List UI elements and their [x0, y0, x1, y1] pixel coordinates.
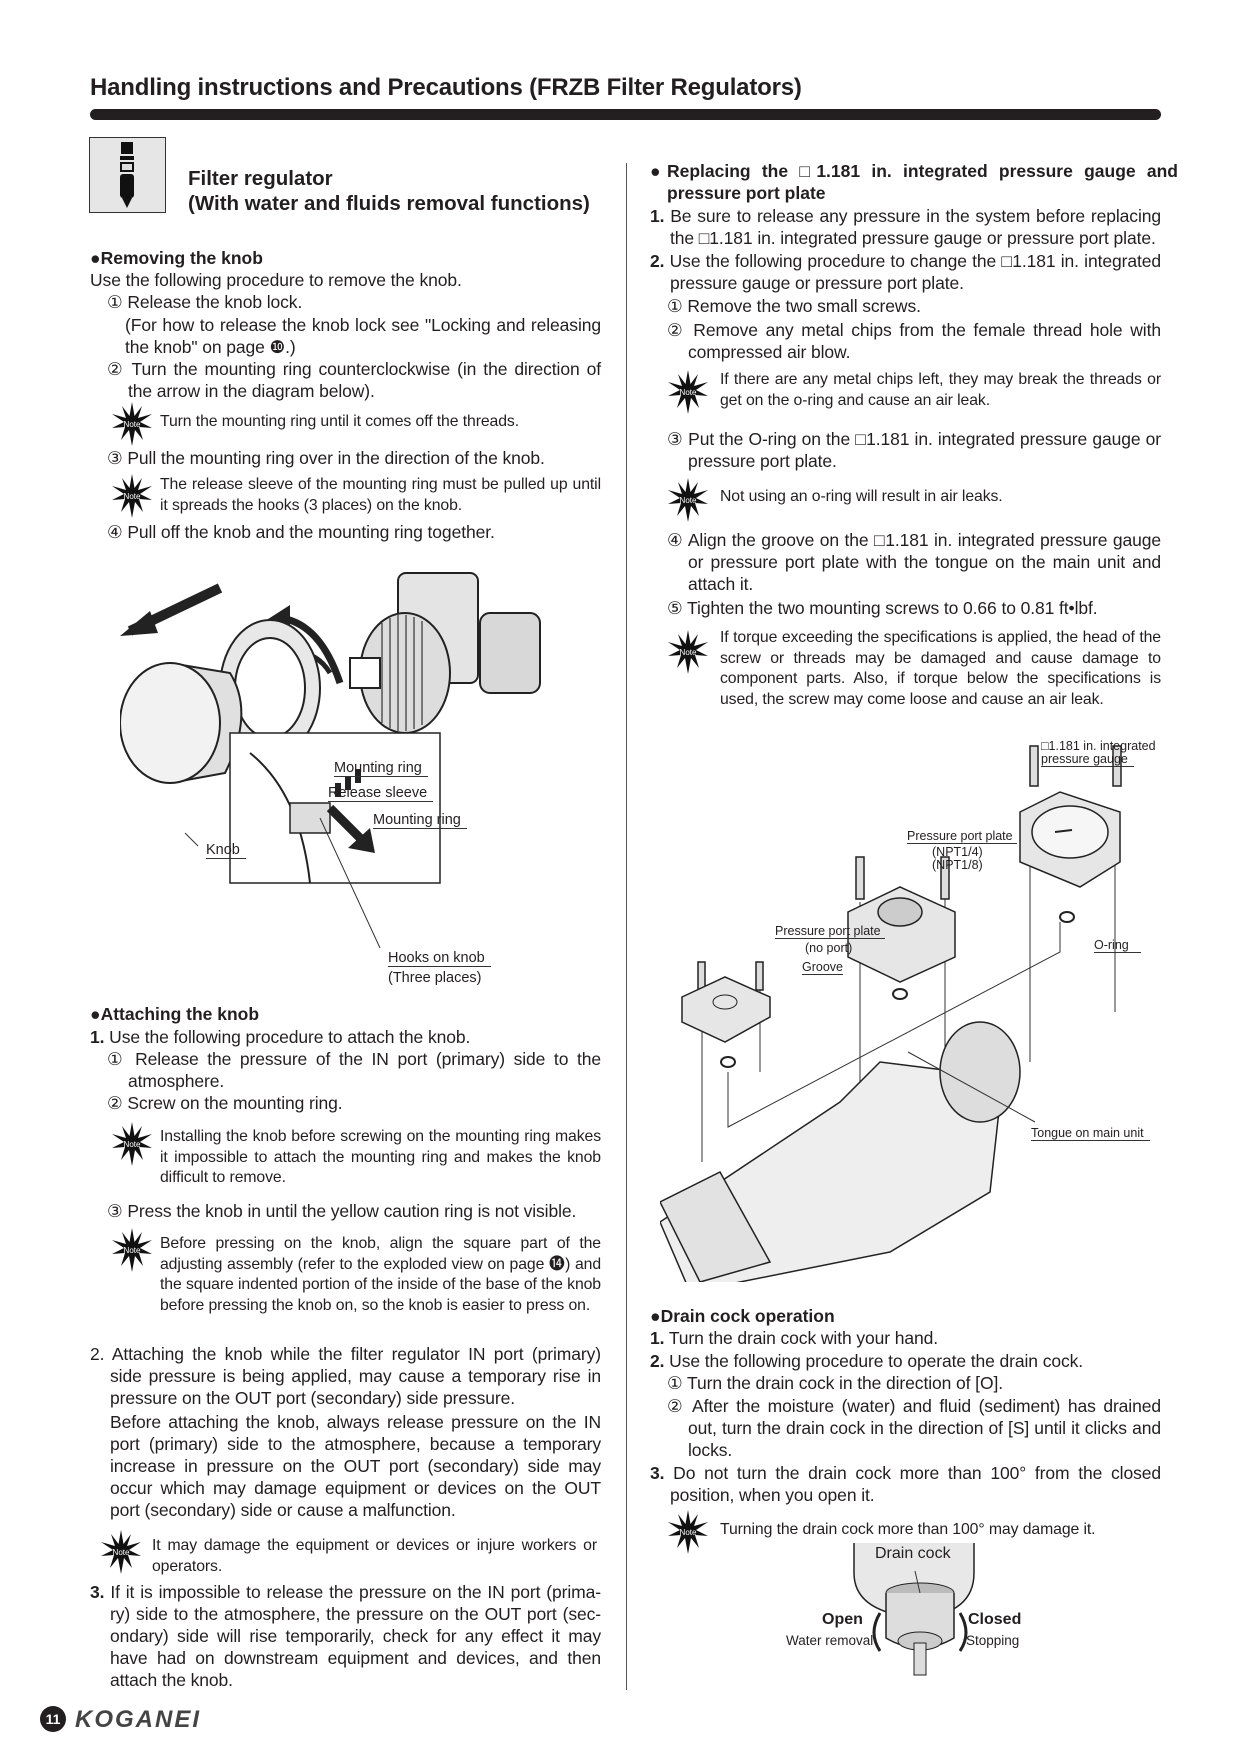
- svg-text:Note: Note: [680, 1528, 697, 1537]
- attaching-note-2: Before pressing on the knob, align the s…: [160, 1235, 601, 1314]
- removing-step-4: ④ Pull off the knob and the mounting rin…: [107, 522, 495, 542]
- section-title-line2: (With water and fluids removal functions…: [188, 192, 590, 215]
- replacing-step-1: ① Remove the two small screws.: [667, 296, 921, 316]
- note-icon: Note: [112, 402, 152, 446]
- svg-text:Note: Note: [680, 496, 697, 505]
- removing-note-2: The release sleeve of the mounting ring …: [160, 476, 601, 514]
- label-gauge-line1: □1.181 in. integrated: [1041, 739, 1156, 753]
- screw: [1029, 745, 1039, 787]
- filter-bowl: [660, 1171, 772, 1282]
- replacing-step-5: ⑤ Tighten the two mounting screws to 0.6…: [667, 598, 1098, 618]
- replacing-step-2: ② Remove any metal chips from the female…: [667, 320, 1161, 362]
- note-icon-label: Note: [124, 420, 141, 429]
- removing-step-1: ① Release the knob lock.: [107, 292, 303, 312]
- knob-removal-diagram: [120, 572, 541, 949]
- note-icon: Note: [668, 370, 708, 414]
- removing-intro: Use the following procedure to remove th…: [90, 270, 462, 290]
- gauge-housing: [479, 612, 541, 694]
- brand-logo: KOGANEI: [75, 1706, 202, 1733]
- removing-note-1: Turn the mounting ring until it comes of…: [160, 413, 520, 430]
- svg-text:Note: Note: [124, 1140, 141, 1149]
- label-pressure-port-plate: Pressure port plate: [907, 830, 1017, 844]
- attaching-note-1: Installing the knob before screwing on t…: [160, 1128, 601, 1186]
- page-number: 11: [40, 1706, 66, 1732]
- attaching-step-3: ③ Press the knob in until the yellow cau…: [107, 1201, 577, 1221]
- attaching-note-3: It may damage the equipment or devices o…: [152, 1537, 597, 1575]
- label-drain-cock: Drain cock: [875, 1545, 951, 1562]
- drain-step-1: ① Turn the drain cock in the direction o…: [667, 1373, 1003, 1393]
- note-icon: Note: [112, 1122, 152, 1166]
- attaching-step-1: ① Release the pressure of the IN port (p…: [107, 1049, 601, 1091]
- replacing-heading: ●Replacing the □1.181 in. integrated pre…: [650, 161, 1178, 203]
- filter-regulator-icon: [89, 137, 166, 213]
- replacing-item-2: 2. Use the following procedure to change…: [650, 251, 1161, 293]
- pressure-port-plate: [847, 886, 956, 983]
- label-npt18: (NPT1/8): [932, 858, 983, 872]
- label-no-port: (no port): [805, 941, 853, 955]
- o-ring: [1059, 911, 1075, 923]
- page-title: Handling instructions and Precautions (F…: [90, 74, 802, 101]
- note-icon: Note: [112, 474, 152, 518]
- attaching-item-3: 3. If it is impossible to release the pr…: [90, 1582, 601, 1690]
- label-stopping: Stopping: [966, 1633, 1020, 1648]
- label-npt14: (NPT1/4): [932, 845, 983, 859]
- attaching-item-2-detail: Before attaching the knob, always releas…: [110, 1412, 601, 1520]
- removing-heading: ●Removing the knob: [90, 248, 263, 268]
- label-groove: Groove: [802, 960, 843, 975]
- label-gauge-line2: pressure gauge: [1041, 753, 1134, 767]
- removing-step-3: ③ Pull the mounting ring over in the dir…: [107, 448, 545, 468]
- replacing-note-2: Not using an o-ring will result in air l…: [720, 488, 1003, 505]
- note-icon: Note: [668, 1510, 708, 1554]
- drain-heading: ●Drain cock operation: [650, 1306, 835, 1326]
- removing-step-2: ② Turn the mounting ring counterclockwis…: [107, 359, 601, 401]
- label-tongue: Tongue on main unit: [1031, 1127, 1150, 1141]
- svg-text:Note: Note: [113, 1548, 130, 1557]
- drain-cock-diagram: [853, 1543, 975, 1676]
- label-knob: Knob: [206, 842, 246, 859]
- replacing-step-4: ④ Align the groove on the □1.181 in. int…: [667, 530, 1161, 594]
- section-title: Filter regulator (With water and fluids …: [188, 166, 590, 216]
- title-rule: [90, 109, 1161, 120]
- svg-text:Note: Note: [124, 1246, 141, 1255]
- attaching-item-2: 2. Attaching the knob while the filter r…: [90, 1344, 602, 1408]
- label-open: Open: [822, 1611, 863, 1628]
- attaching-step-2: ② Screw on the mounting ring.: [107, 1093, 343, 1113]
- note-icon: Note: [101, 1530, 141, 1574]
- column-divider: [626, 163, 627, 1690]
- label-o-ring: O-ring: [1094, 939, 1141, 953]
- drain-item-2: 2. Use the following procedure to operat…: [650, 1351, 1084, 1371]
- label-three-places: (Three places): [388, 970, 482, 986]
- label-release-sleeve: Release sleeve: [328, 785, 434, 802]
- drain-step-2: ② After the moisture (water) and fluid (…: [667, 1396, 1161, 1460]
- replacing-note-3: If torque exceeding the specifications i…: [720, 629, 1161, 708]
- drain-item-3: 3. Do not turn the drain cock more than …: [650, 1463, 1162, 1505]
- label-mounting-ring: Mounting ring: [334, 760, 428, 777]
- label-mounting-ring-detail: Mounting ring: [373, 812, 467, 829]
- drain-note: Turning the drain cock more than 100° ma…: [720, 1521, 1096, 1538]
- replacing-note-1: If there are any metal chips left, they …: [720, 371, 1161, 409]
- pressure-port-plate-no-port: [681, 976, 771, 1043]
- label-closed: Closed: [968, 1611, 1022, 1628]
- svg-text:Note: Note: [680, 648, 697, 657]
- svg-text:Note: Note: [124, 492, 141, 501]
- note-icon: Note: [112, 1228, 152, 1272]
- svg-text:Note: Note: [680, 388, 697, 397]
- replacing-step-3: ③ Put the O-ring on the □1.181 in. integ…: [667, 429, 1161, 471]
- attaching-heading: ●Attaching the knob: [90, 1004, 260, 1024]
- attaching-item-1: 1. Use the following procedure to attach…: [90, 1027, 471, 1047]
- removing-step-1-detail: (For how to release the knob lock see "L…: [125, 315, 601, 357]
- gauge-replacement-diagram: [660, 745, 1122, 1282]
- section-title-line1: Filter regulator: [188, 167, 333, 190]
- knob: [120, 662, 221, 784]
- drain-item-1: 1. Turn the drain cock with your hand.: [650, 1328, 939, 1348]
- note-icon: Note: [668, 630, 708, 674]
- note-icon: Note: [668, 478, 708, 522]
- replacing-item-1: 1. Be sure to release any pressure in th…: [650, 206, 1161, 248]
- label-pressure-port-plate-no-port: Pressure port plate: [775, 925, 885, 939]
- label-water-removal: Water removal: [786, 1633, 874, 1648]
- label-hooks-on-knob: Hooks on knob: [388, 950, 491, 967]
